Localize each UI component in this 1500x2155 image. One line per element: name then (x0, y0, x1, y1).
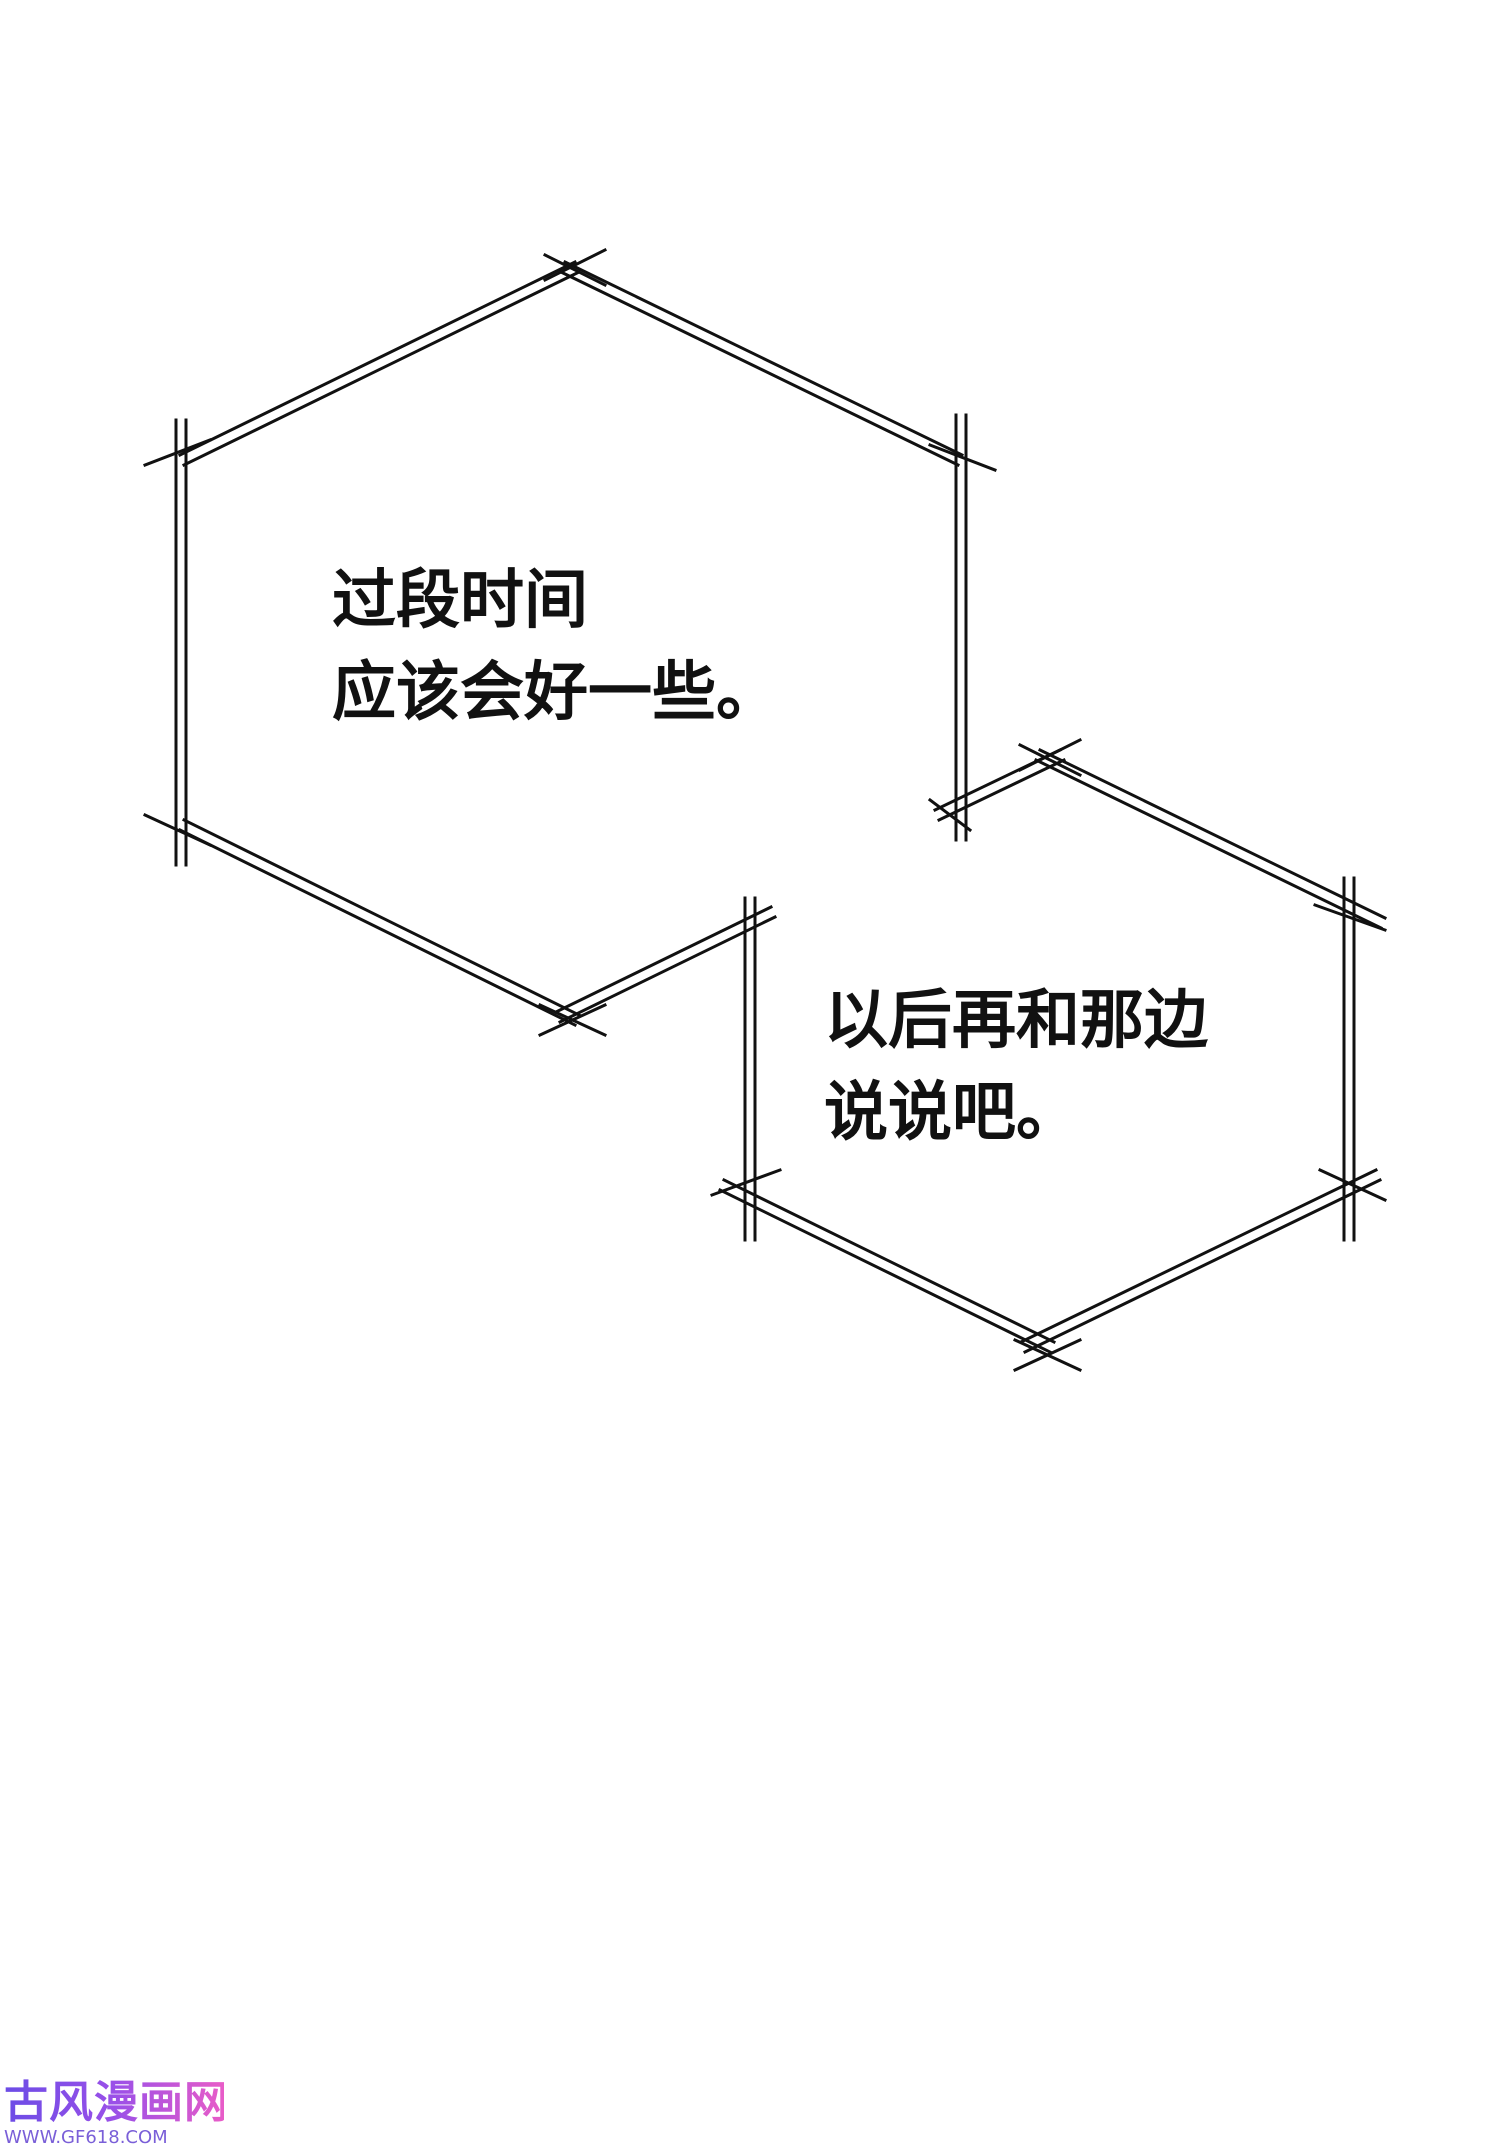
watermark-title: 古风漫画网 (4, 2077, 229, 2128)
bubble-2-text: 以后再和那边 说说吧。 (824, 975, 1208, 1159)
bubble-1-text: 过段时间 应该会好一些。 (332, 555, 780, 739)
site-watermark: 古风漫画网 WWW.GF618.COM (4, 2077, 229, 2152)
bubble-1-frame (143, 247, 997, 1037)
bubble-1-line-1: 过段时间 (332, 564, 588, 638)
watermark-url: WWW.GF618.COM (4, 2127, 168, 2148)
bubble-1-line-2: 应该会好一些。 (332, 656, 780, 730)
bubble-2-line-1: 以后再和那边 (824, 984, 1208, 1058)
bubble-2-frame (710, 737, 1388, 1372)
bubble-2-line-2: 说说吧。 (824, 1076, 1080, 1150)
